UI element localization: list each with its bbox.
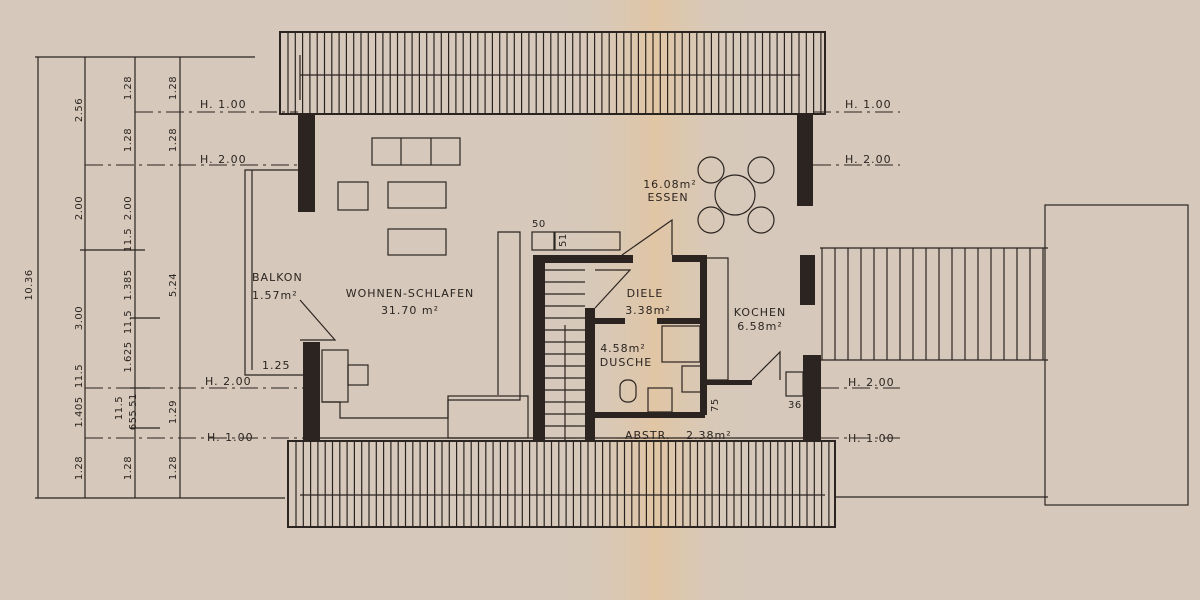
room-name-wohnen: WOHNEN-SCHLAFEN: [346, 287, 475, 300]
dim: 11.5: [114, 396, 125, 420]
dim-50: 50: [532, 219, 546, 230]
room-area-diele: 3.38m²: [625, 304, 671, 317]
dim: 1.28: [74, 456, 85, 480]
height-label: H. 2.00: [200, 153, 247, 166]
carport: [1044, 204, 1189, 506]
dim-36: 36: [788, 400, 802, 411]
room-name-balkon: BALKON: [252, 271, 303, 284]
room-name-dusche: DUSCHE: [600, 356, 652, 369]
total-height-dim: 10.36: [24, 269, 35, 300]
room-name-abstr: ABSTR.: [625, 429, 670, 442]
room-area-wohnen: 31.70 m²: [381, 304, 439, 317]
dim: 1.28: [123, 128, 134, 152]
height-label: H. 2.00: [845, 153, 892, 166]
dim: 3.00: [74, 306, 85, 330]
dim: 1.28: [168, 456, 179, 480]
height-labels: H. 1.00 H. 2.00 H. 2.00 H. 1.00 H. 1.00 …: [200, 98, 895, 445]
dim: 51: [128, 393, 139, 407]
roof-bottom: [287, 440, 836, 528]
furniture: [321, 137, 804, 439]
dimension-lines: [35, 56, 900, 499]
dim: 2.00: [74, 196, 85, 220]
pergola: [820, 247, 1048, 361]
room-area-essen: 16.08m²: [643, 178, 697, 191]
dim: 1.28: [168, 76, 179, 100]
room-area-balkon: 1.57m²: [252, 289, 298, 302]
dim: 1.28: [123, 76, 134, 100]
dim: 2.00: [123, 196, 134, 220]
height-label: H. 2.00: [205, 375, 252, 388]
walls: [298, 114, 821, 441]
height-label: H. 2.00: [848, 376, 895, 389]
dim: 11.5: [123, 228, 134, 252]
room-labels: BALKON 1.57m² 1.25 WOHNEN-SCHLAFEN 31.70…: [252, 178, 802, 442]
room-name-essen: ESSEN: [647, 191, 688, 204]
dim-51: 51: [558, 233, 569, 247]
dim: 1.28: [123, 456, 134, 480]
height-label: H. 1.00: [848, 432, 895, 445]
dim: 1.625: [123, 341, 134, 372]
dimension-labels: 10.36 2.56 2.00 3.00 11.5 1.405 1.28 1.2…: [24, 76, 179, 480]
dim: 11.5: [74, 364, 85, 388]
height-label: H. 1.00: [207, 431, 254, 444]
dim: 1.405: [74, 396, 85, 427]
roof-top: [279, 31, 826, 115]
height-label: H. 1.00: [845, 98, 892, 111]
dim: 5.24: [168, 273, 179, 297]
balkon-width: 1.25: [262, 359, 291, 372]
dim: 1.29: [168, 400, 179, 424]
room-name-kochen: KOCHEN: [734, 306, 786, 319]
dim: 655: [128, 410, 139, 431]
room-area-dusche: 4.58m²: [600, 342, 646, 355]
dim: 1.385: [123, 269, 134, 300]
dim: 1.28: [168, 128, 179, 152]
height-label: H. 1.00: [200, 98, 247, 111]
room-area-abstr: 2.38m²: [686, 429, 732, 442]
dim: 11.5: [123, 310, 134, 334]
room-area-kochen: 6.58m²: [737, 320, 783, 333]
room-name-diele: DIELE: [627, 287, 664, 300]
dim: 2.56: [74, 98, 85, 122]
dim-75: 75: [710, 398, 721, 412]
staircase[interactable]: [545, 269, 585, 440]
